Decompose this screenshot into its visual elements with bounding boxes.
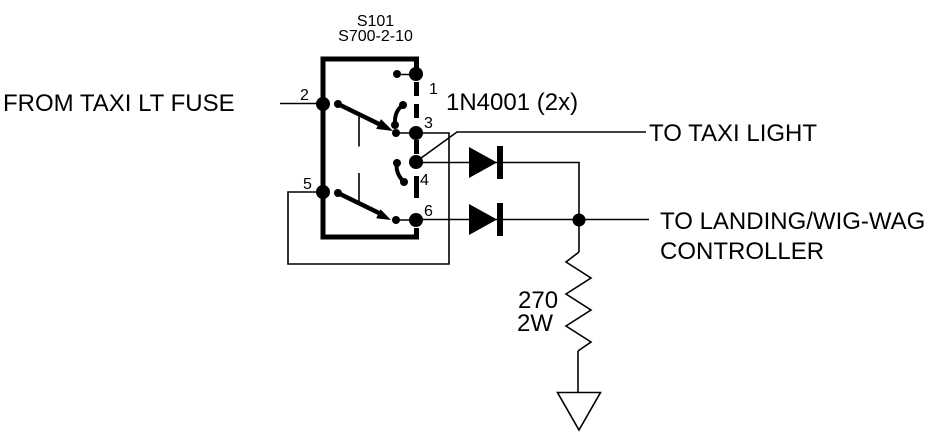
diode-2-anode-triangle [469, 204, 497, 235]
arc2-end-dot-top [393, 159, 401, 167]
wiper-arrow-2-shaft [335, 190, 383, 216]
wiper-arrow-1-shaft [335, 101, 383, 127]
terminal-5-dot [316, 185, 330, 199]
terminal-6-label: 6 [424, 203, 433, 220]
diode-part-label: 1N4001 (2x) [446, 89, 578, 116]
diode-2 [469, 203, 503, 236]
arc1-end-dot-bottom [391, 121, 399, 129]
resistor-power-label: 2W [517, 310, 553, 337]
terminal-3-dot [409, 126, 423, 140]
wiper-pivot-dot-pole1 [334, 100, 342, 108]
contact-6-dot [392, 216, 400, 224]
arc2-end-dot-bottom [400, 178, 408, 186]
input-label: FROM TAXI LT FUSE [3, 90, 235, 117]
terminal-2-dot [316, 97, 330, 111]
diode-1-anode-triangle [469, 147, 497, 178]
junction-dot [572, 213, 586, 227]
terminal-1-label: 1 [429, 81, 438, 98]
output-landing-label-line2: CONTROLLER [660, 238, 824, 265]
wiper-arrow-1-head [376, 119, 393, 131]
terminal-4-label: 4 [420, 172, 429, 189]
wire-t4-to-taxi-light [416, 131, 646, 162]
terminal-6-dot [409, 213, 423, 227]
terminal-3-label: 3 [424, 115, 433, 132]
diode-1 [469, 146, 503, 179]
switch-s101-body [316, 56, 423, 240]
switch-part-label: S700-2-10 [338, 28, 413, 45]
terminal-5-label: 5 [303, 176, 312, 193]
ground-symbol [556, 391, 602, 432]
wiper-pivot-dot-pole2 [334, 189, 342, 197]
switch-refdes-label: S101 [357, 13, 394, 30]
resistor-zigzag [564, 251, 593, 352]
diode-1-cathode-bar [497, 146, 503, 179]
terminal-2-label: 2 [300, 87, 309, 104]
wiper-arrow-2-head [376, 209, 391, 220]
output-taxi-label: TO TAXI LIGHT [649, 120, 817, 147]
arc1-end-dot-top [399, 101, 407, 109]
wire-t5-to-t3-loop [287, 132, 450, 265]
contact-1-dot [393, 70, 401, 78]
contact-3-dot [392, 129, 400, 137]
output-landing-label-line1: TO LANDING/WIG-WAG [660, 208, 925, 235]
resistor-value-label: 270 [518, 287, 558, 314]
terminal-4-dot [409, 155, 423, 169]
diode-2-cathode-bar [497, 203, 503, 236]
terminal-1-dot [409, 67, 423, 81]
resistor-270-2w [564, 224, 593, 393]
